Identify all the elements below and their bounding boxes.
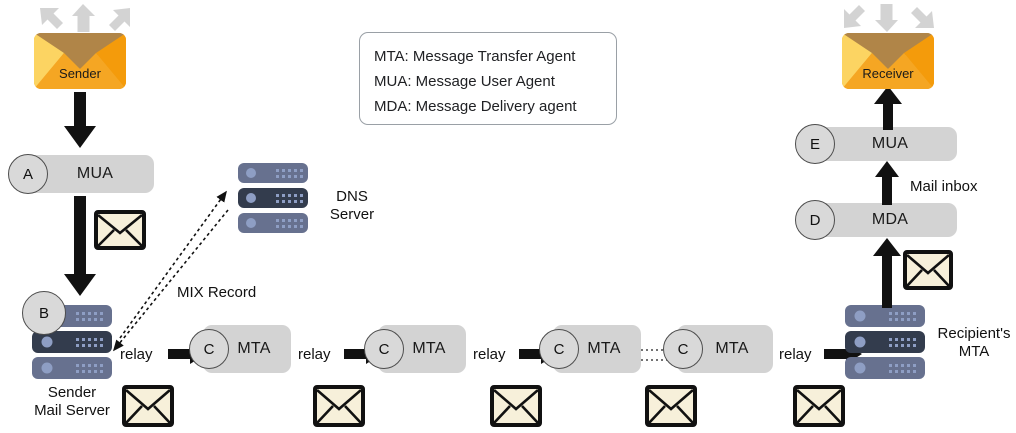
- envelope-icon-chain-2: [490, 385, 542, 427]
- arrow-mta-to-mda: [873, 238, 901, 308]
- legend-row-mua: MUA: Message User Agent: [374, 73, 555, 90]
- node-mua-receiver-label: MUA: [871, 135, 909, 152]
- envelope-icon-receiver: [903, 250, 953, 290]
- arrow-up-right-icon: [109, 8, 130, 31]
- envelope-icon-chain-3: [645, 385, 697, 427]
- badge-c-2: C: [364, 329, 404, 369]
- dns-response-arrow: [112, 209, 229, 352]
- badge-c-3: C: [539, 329, 579, 369]
- node-mta-2[interactable]: C MTA: [364, 325, 466, 373]
- receiver-envelope-label: Receiver: [862, 66, 914, 81]
- node-mta-1-label: MTA: [237, 340, 271, 357]
- node-mta-4[interactable]: C MTA: [663, 325, 773, 373]
- node-mta-3[interactable]: C MTA: [539, 325, 641, 373]
- arrow-down-left-icon: [844, 5, 865, 28]
- node-mua-receiver[interactable]: E MUA: [795, 124, 957, 164]
- node-mta-2-label: MTA: [412, 340, 446, 357]
- sender-envelope-label: Sender: [59, 66, 101, 81]
- envelope-icon-chain-4: [793, 385, 845, 427]
- arrow-up-icon: [72, 4, 95, 32]
- badge-d: D: [795, 200, 835, 240]
- arrow-down-right-icon: [911, 7, 934, 28]
- legend-box: MTA: Message Transfer Agent MUA: Message…: [359, 32, 617, 125]
- server-stack-icon-dns[interactable]: [238, 163, 308, 238]
- arrow-mua-to-receiver: [874, 86, 902, 130]
- badge-b: B: [22, 291, 66, 335]
- recipient-mta-label: Recipient's MTA: [937, 325, 1011, 360]
- envelope-icon-chain-1: [313, 385, 365, 427]
- sender-mail-server-label: Sender Mail Server: [34, 384, 110, 419]
- dns-query-arrows: [112, 190, 229, 352]
- legend-row-mda: MDA: Message Delivery agent: [374, 98, 577, 115]
- badge-c-4: C: [663, 329, 703, 369]
- relay-label-2: relay: [473, 346, 506, 363]
- node-mua-sender-label: MUA: [76, 165, 114, 182]
- envelope-icon-sender-mua: [94, 210, 146, 250]
- sender-activity-arrows: [40, 4, 130, 32]
- dns-query-arrow: [119, 190, 227, 339]
- node-mta-3-label: MTA: [587, 340, 621, 357]
- dns-server-label: DNS Server: [329, 188, 375, 223]
- arrow-mda-to-mua: [875, 161, 899, 205]
- receiver-envelope: Receiver: [842, 33, 934, 89]
- arrow-sender-to-mua: [64, 92, 96, 148]
- node-mda[interactable]: D MDA: [795, 200, 957, 240]
- mix-record-label: MIX Record: [177, 284, 257, 301]
- arrow-mua-to-mailserver: [64, 196, 96, 296]
- receiver-activity-arrows: [844, 4, 934, 32]
- badge-e: E: [795, 124, 835, 164]
- node-mta-4-label: MTA: [715, 340, 749, 357]
- relay-label-0: relay: [120, 346, 153, 363]
- envelope-icon-chain-0: [122, 385, 174, 427]
- badge-a: A: [8, 154, 48, 194]
- node-mta-1[interactable]: C MTA: [189, 325, 291, 373]
- legend-row-mta: MTA: Message Transfer Agent: [374, 48, 576, 65]
- relay-label-3: relay: [779, 346, 812, 363]
- sender-envelope: Sender: [34, 33, 126, 89]
- arrow-down-icon: [875, 4, 898, 32]
- server-stack-icon-recipient-mta[interactable]: [845, 305, 925, 384]
- node-mua-sender[interactable]: A MUA: [8, 154, 154, 194]
- badge-c-1: C: [189, 329, 229, 369]
- node-mda-label: MDA: [871, 211, 909, 228]
- mail-inbox-label: Mail inbox: [910, 178, 978, 195]
- arrow-up-left-icon: [40, 8, 63, 29]
- relay-label-1: relay: [298, 346, 331, 363]
